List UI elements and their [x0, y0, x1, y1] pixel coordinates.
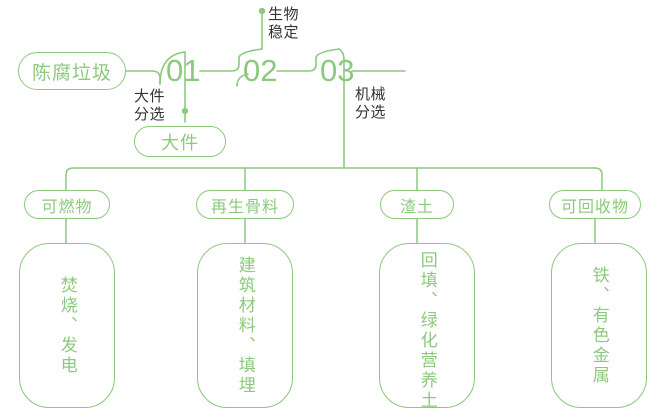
stage-number-03: 03 [320, 53, 355, 88]
category-label-slag-soil: 渣土 [399, 198, 434, 216]
link-source-to-stage-01 [125, 70, 161, 85]
stage-01-annotation: 大件 分选 [134, 88, 166, 123]
source-node-pill[interactable]: 陈腐垃圾 [18, 52, 126, 90]
category-pill-combustible[interactable]: 可燃物 [24, 190, 110, 219]
stage-02-annotation: 生物 稳定 [268, 6, 300, 41]
arc-stage-02-tail [238, 48, 263, 59]
outcome-box-combustible[interactable]: 焚烧、发电 [19, 243, 115, 408]
link-stage-02-to-03 [276, 57, 317, 72]
dot-bulky [181, 107, 189, 115]
category-label-combustible: 可燃物 [41, 198, 93, 216]
category-pill-recycled-aggregate[interactable]: 再生骨料 [196, 190, 294, 219]
arc-stage-02-lower [236, 73, 249, 87]
stage-01-output-pill[interactable]: 大件 [134, 126, 226, 157]
category-pill-recyclables[interactable]: 可回收物 [549, 190, 641, 219]
outcome-box-recyclables[interactable]: 铁、有色金属 [551, 243, 647, 408]
outcome-text-slag-soil: 回填、绿化营养土 [417, 250, 437, 411]
stage-03-annotation: 机械 分选 [355, 86, 387, 121]
stage-number-02: 02 [243, 53, 278, 88]
category-label-recycled-aggregate: 再生骨料 [210, 198, 279, 216]
outcome-box-slag-soil[interactable]: 回填、绿化营养土 [379, 243, 475, 411]
outcome-text-recyclables: 铁、有色金属 [589, 265, 609, 386]
arc-stage-01 [159, 51, 186, 85]
category-label-recyclables: 可回收物 [560, 198, 629, 216]
link-stage-01-to-02 [199, 57, 240, 72]
dot-bio-stable [258, 7, 266, 15]
source-node-label: 陈腐垃圾 [31, 62, 112, 84]
drop-to-category-0 [65, 167, 74, 191]
outcome-text-combustible: 焚烧、发电 [57, 275, 77, 376]
outcome-box-recycled-aggregate[interactable]: 建筑材料、填埋 [197, 243, 293, 408]
drop-to-category-3 [594, 167, 603, 191]
category-pill-slag-soil[interactable]: 渣土 [380, 190, 454, 219]
trunk-stage-03 [338, 48, 345, 169]
arc-stage-03 [315, 48, 340, 59]
stage-number-01: 01 [166, 53, 201, 88]
stage-01-output-label: 大件 [161, 132, 199, 153]
outcome-text-recycled-aggregate: 建筑材料、填埋 [235, 255, 255, 396]
